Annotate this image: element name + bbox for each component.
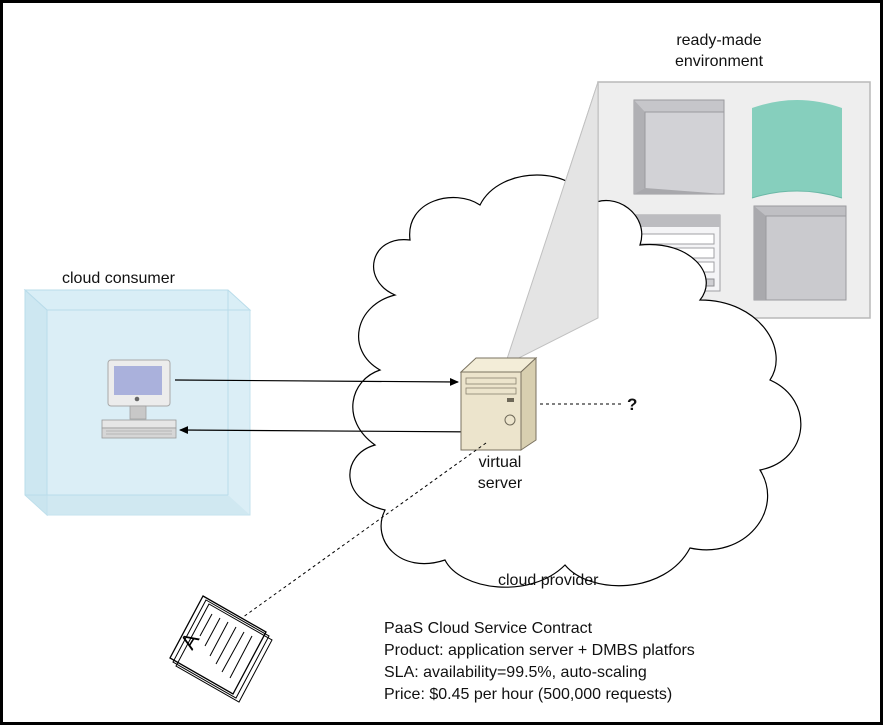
ready-made-label-line1: ready-made xyxy=(676,32,761,49)
server-cube-icon xyxy=(633,99,725,195)
server-cube-icon-2 xyxy=(753,205,847,301)
contract-document-icon: A xyxy=(169,595,273,703)
virtual-server-label-line2: server xyxy=(478,475,523,492)
virtual-server-label-line1: virtual xyxy=(479,454,522,471)
virtual-server-icon xyxy=(459,356,538,451)
contract-link-line xyxy=(231,442,487,626)
contract-sla: SLA: availability=99.5%, auto-scaling xyxy=(384,664,647,681)
ready-made-label-line2: environment xyxy=(675,53,764,70)
cloud-consumer-box xyxy=(23,288,252,517)
contract-title: PaaS Cloud Service Contract xyxy=(384,620,593,637)
service-contract-text: PaaS Cloud Service Contract Product: app… xyxy=(384,620,695,703)
contract-product: Product: application server + DMBS platf… xyxy=(384,642,695,659)
cloud-consumer-label: cloud consumer xyxy=(62,270,176,287)
question-mark-label: ? xyxy=(627,395,637,414)
response-arrow xyxy=(179,426,488,435)
projection-wedge-top xyxy=(504,81,599,366)
cloud-provider-label: cloud provider xyxy=(498,572,599,589)
computer-icon xyxy=(101,359,177,439)
cloud-provider-shape xyxy=(349,174,802,588)
request-arrow xyxy=(174,377,459,386)
contract-price: Price: $0.45 per hour (500,000 requests) xyxy=(384,686,672,703)
database-icon xyxy=(751,100,843,199)
